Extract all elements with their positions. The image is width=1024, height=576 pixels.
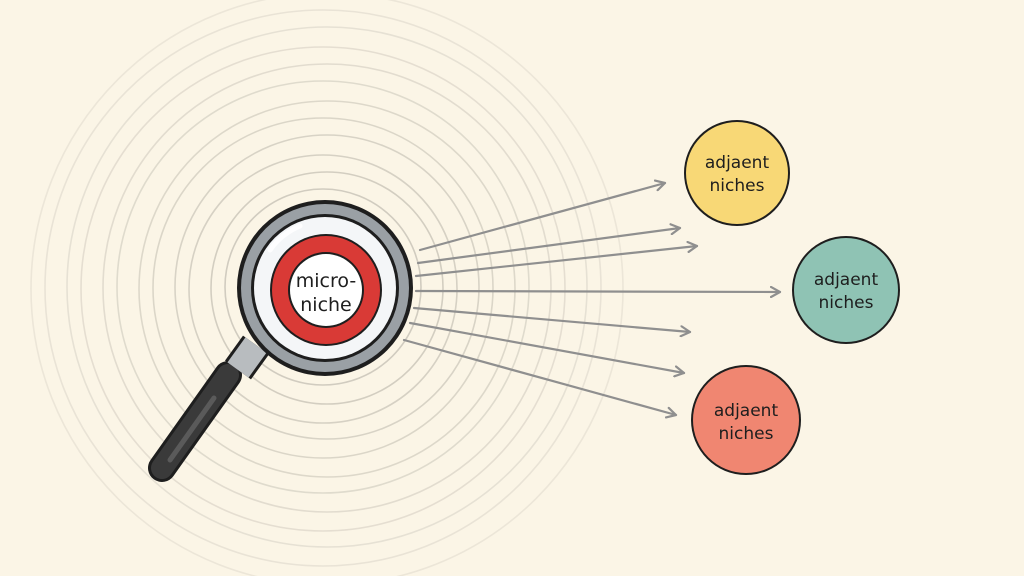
magnifier-handle	[148, 335, 269, 482]
ripple-ring	[138, 100, 516, 478]
target-center	[290, 254, 362, 326]
ripple-ring	[152, 117, 494, 459]
ripple-ring	[116, 80, 530, 494]
niche-circle-top: adjaent niches	[684, 120, 790, 226]
niche-label-line2: niches	[719, 424, 774, 444]
ripple-ring	[224, 188, 422, 386]
niche-label-line2: niches	[710, 176, 765, 196]
ripple-ring	[44, 9, 602, 567]
lens-label-line2: niche	[300, 294, 352, 316]
arrow-icon	[414, 246, 699, 278]
ripple-ring	[80, 46, 566, 532]
niche-fill	[794, 238, 898, 342]
ripple-ring	[188, 154, 458, 424]
niche-label-line2: niches	[819, 293, 874, 313]
ripple-rings	[30, 0, 624, 576]
lens-glare	[267, 223, 303, 253]
niche-circle-bottom: adjaent niches	[691, 365, 801, 475]
ripple-ring	[102, 63, 552, 513]
arrow-icon	[418, 183, 667, 252]
arrow-icon	[416, 228, 682, 265]
arrow-icon	[402, 338, 678, 415]
niche-label-line1: adjaent	[714, 401, 779, 421]
ripple-ring	[30, 0, 624, 576]
arrow-icon	[412, 306, 692, 332]
ripple-ring	[174, 134, 480, 440]
niche-fill	[686, 122, 788, 224]
arrow-group	[402, 183, 782, 415]
niche-circle-middle: adjaent niches	[792, 236, 900, 344]
arrow-icon	[408, 321, 686, 373]
lens-label-line1: micro-	[296, 270, 356, 292]
niche-label-line1: adjaent	[705, 153, 770, 173]
magnifying-glass-icon: micro- niche	[148, 200, 413, 482]
ripple-ring	[210, 171, 444, 405]
niche-label-line1: adjaent	[814, 270, 879, 290]
arrow-icon	[414, 291, 782, 292]
niche-fill	[693, 367, 799, 473]
ripple-ring	[66, 26, 588, 548]
